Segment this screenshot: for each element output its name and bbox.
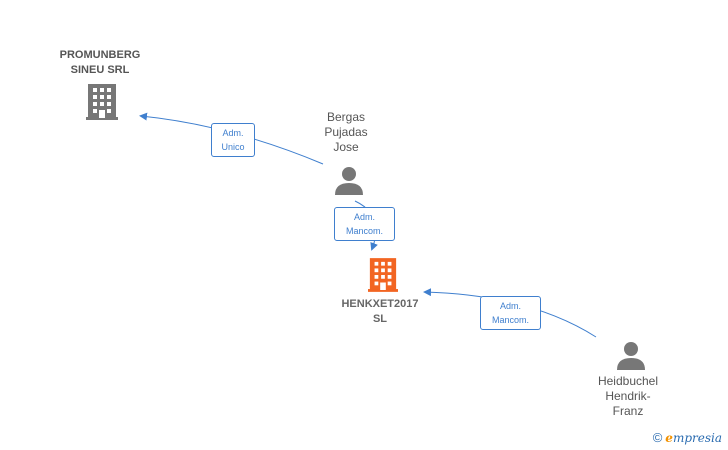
heidbuchel-label-line3: Franz xyxy=(612,404,644,418)
promunberg-label-line2: SINEU SRL xyxy=(70,64,130,76)
heidbuchel-label-line1: Heidbuchel xyxy=(597,374,659,388)
copyright-icon: © xyxy=(652,430,663,445)
edge-label-line2: Mancom. xyxy=(491,315,529,325)
edge-label-line1: Adm. xyxy=(499,301,521,311)
bergas-label: Bergas Pujadas Jose xyxy=(296,110,396,155)
edge-label-line2: Unico xyxy=(221,142,245,152)
empresia-watermark: © empresia xyxy=(653,430,722,445)
heidbuchel-label: Heidbuchel Hendrik- Franz xyxy=(578,374,678,419)
edge-label-adm-mancom[interactable]: Adm. Mancom. xyxy=(480,296,541,330)
heidbuchel-label-line2: Hendrik- xyxy=(605,389,651,403)
building-icon[interactable] xyxy=(86,84,118,120)
promunberg-label-line1: PROMUNBERG xyxy=(59,49,141,61)
henkxet-label: HENKXET2017 SL xyxy=(320,297,440,327)
bergas-label-line2: Pujadas xyxy=(324,125,368,139)
edge-label-adm-unico[interactable]: Adm. Unico xyxy=(211,123,255,157)
edge-label-line1: Adm. xyxy=(222,128,244,138)
edge-label-adm-mancom[interactable]: Adm. Mancom. xyxy=(334,207,395,241)
henkxet-label-line1: HENKXET2017 xyxy=(341,298,419,310)
bergas-label-line3: Jose xyxy=(333,140,359,154)
bergas-label-line1: Bergas xyxy=(326,110,366,124)
person-icon[interactable] xyxy=(334,165,364,195)
empresia-logo: empresia xyxy=(665,430,722,445)
building-icon[interactable] xyxy=(368,258,398,292)
person-icon[interactable] xyxy=(616,340,646,370)
edge-label-line1: Adm. xyxy=(353,212,375,222)
edge-label-line2: Mancom. xyxy=(345,226,383,236)
promunberg-label: PROMUNBERG SINEU SRL xyxy=(40,48,160,78)
henkxet-label-line2: SL xyxy=(372,313,388,325)
